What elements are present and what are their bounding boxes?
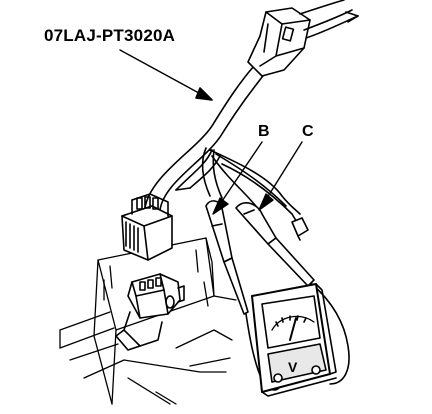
test-harness-connector [121,193,173,261]
wire-b-label: B [258,123,270,140]
wire-c-label: C [302,123,314,140]
breakout-wires [201,147,309,241]
part-number-leader [119,49,213,101]
label-leaders [212,141,303,215]
engine-background [59,237,237,405]
meter-symbol: V [288,359,298,375]
harness-cable [144,65,267,211]
part-number-label: 07LAJ-PT3020A [44,26,176,45]
injector-connector [115,273,185,351]
voltmeter [251,283,337,397]
probe-c [235,202,350,385]
upper-harness-connector [247,0,359,77]
